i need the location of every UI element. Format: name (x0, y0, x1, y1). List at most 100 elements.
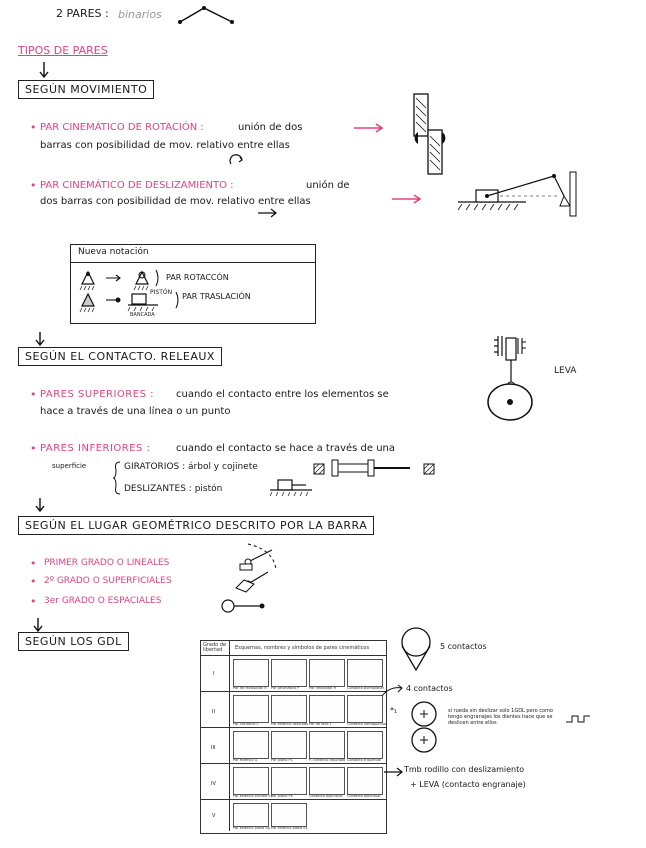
table-cell-sketch (309, 695, 345, 723)
heading-reuleaux: SEGÚN EL CONTACTO. RELEAUX (18, 347, 222, 366)
table-degree-column (201, 641, 230, 831)
inf-superficie: superficie (52, 462, 86, 470)
notation-divider (70, 262, 316, 263)
leva-label: LEVA (554, 366, 576, 376)
table-caption: Par esférico cilindro Es (233, 794, 273, 798)
notation-tras: PAR TRASLACIÓN (182, 292, 251, 301)
table-cell-sketch (271, 731, 307, 759)
des-text1: unión de (306, 180, 350, 191)
lugar-item-1: PRIMER GRADO O LINEALES (44, 558, 169, 568)
arrow-right-icon (384, 766, 406, 778)
cuatro-contactos: 4 contactos (406, 684, 453, 693)
notation-bancada: BANCADA (130, 312, 155, 318)
lugar-item-2: 2º GRADO O SUPERFICIALES (44, 576, 172, 586)
geometric-path-sketches (214, 540, 288, 620)
des-text2: dos barras con posibilidad de mov. relat… (40, 196, 311, 207)
table-row-label: V (212, 813, 215, 819)
table-caption: Par prismático P (271, 686, 299, 690)
table-cell-sketch (271, 659, 307, 687)
notation-piston: PISTÓN (150, 289, 172, 296)
table-cell-sketch (271, 803, 307, 827)
rot-text1: unión de dos (238, 122, 302, 133)
table-cell-sketch (233, 695, 269, 723)
asterisk-mark: *₁ (390, 706, 397, 715)
giratorios: GIRATORIOS : árbol y cojinete (124, 462, 258, 472)
brace-icon (112, 460, 122, 496)
binary-link-sketch (178, 4, 238, 26)
bullet-dot: • (30, 575, 37, 588)
table-caption: Par helicoidal H (309, 686, 336, 690)
arrow-down-icon (34, 332, 46, 348)
arrow-right-pink-icon (354, 122, 386, 134)
cam-sketch (470, 334, 560, 424)
table-caption: Contacto homopuntual (347, 722, 387, 726)
cone-sphere-sketch (396, 626, 436, 672)
table-caption: Par de revolución R (233, 686, 267, 690)
shaft-bearing-sketch (314, 458, 438, 478)
table-caption: Par esférico plano Es (271, 826, 307, 830)
des-title: PAR CINEMÁTICO DE DESLIZAMIENTO : (40, 180, 234, 191)
table-row-divider (201, 799, 386, 800)
table-cell-sketch (271, 767, 307, 795)
table-cell-sketch (233, 803, 269, 827)
table-row-label: III (211, 745, 215, 751)
table-row-label: IV (211, 781, 216, 787)
arrow-right-pink-icon (392, 193, 424, 205)
table-caption: Par de leva L (309, 722, 332, 726)
inf-title: PARES INFERIORES : (40, 443, 150, 454)
bullet-dot: • (30, 388, 37, 401)
tmb-line1: Tmb rodillo con deslizamiento (404, 765, 524, 774)
table-caption: Contacto bipuntual (347, 794, 380, 798)
kinematic-pairs-table: Grado de libertad Esquemas, nombres y sí… (200, 640, 387, 834)
table-cell-sketch (347, 767, 383, 795)
table-row-label: I (213, 671, 214, 677)
table-caption: Par plano PL (271, 758, 293, 762)
arrow-down-icon (38, 62, 50, 80)
two-rollers-sketch (410, 700, 442, 758)
table-cell-sketch (347, 731, 383, 759)
table-caption: Contacto puntiplanar (347, 686, 384, 690)
bullet-dot: • (30, 442, 37, 455)
table-title: Esquemas, nombres y símbolos de pares ci… (235, 645, 369, 651)
engranajes-note: si rueda sin deslizar solo 1GDL pero com… (448, 708, 566, 726)
inf-text1: cuando el contacto se hace a través de u… (176, 443, 395, 454)
heading-lugar: SEGÚN EL LUGAR GEOMÉTRICO DESCRITO POR L… (18, 516, 374, 535)
translation-pair-symbol (80, 290, 190, 314)
table-cell-sketch (347, 659, 383, 687)
bullet-dot: • (30, 595, 37, 608)
deslizantes: DESLIZANTES : pistón (124, 484, 222, 494)
slider-crank-sketch (456, 168, 582, 220)
rotation-pair-symbol (80, 266, 180, 290)
table-row-divider (201, 763, 386, 764)
notation-title: Nueva notación (78, 247, 149, 257)
binarios-label: binarios (118, 8, 162, 21)
table-row-divider (201, 691, 386, 692)
rot-text2: barras con posibilidad de mov. relativo … (40, 140, 290, 151)
translation-arrow-icon (258, 208, 280, 218)
table-caption: Par esférico G (233, 758, 257, 762)
table-cell-sketch (233, 767, 269, 795)
piston-sketch (268, 478, 314, 498)
bullet-dot: • (30, 557, 37, 570)
table-cell-sketch (309, 659, 345, 687)
heading-gdl: SEGÚN LOS GDL (18, 632, 129, 651)
sup-text1: cuando el contacto entre los elementos s… (176, 389, 389, 400)
table-caption: Contacto bipuntual (309, 794, 342, 798)
heading-movimiento: SEGÚN MOVIMIENTO (18, 80, 154, 99)
table-caption: Par esférico rasurado (271, 722, 308, 726)
table-row-label: II (212, 709, 215, 715)
table-cell-sketch (347, 695, 383, 723)
arrow-down-icon (34, 498, 46, 514)
notation-rot: PAR ROTACCÓN (166, 273, 229, 282)
table-cell-sketch (309, 731, 345, 759)
table-header-line (201, 655, 386, 656)
revolute-joint-sketch (412, 94, 462, 174)
sup-text2: hace a través de una línea o un punto (40, 406, 230, 417)
bullet-dot: • (30, 121, 37, 134)
gear-tooth-sketch (566, 712, 596, 728)
table-cell-sketch (233, 731, 269, 759)
table-cell-sketch (271, 695, 307, 723)
table-cell-sketch (233, 659, 269, 687)
table-row-divider (201, 727, 386, 728)
pares-label: 2 PARES : (56, 7, 109, 20)
